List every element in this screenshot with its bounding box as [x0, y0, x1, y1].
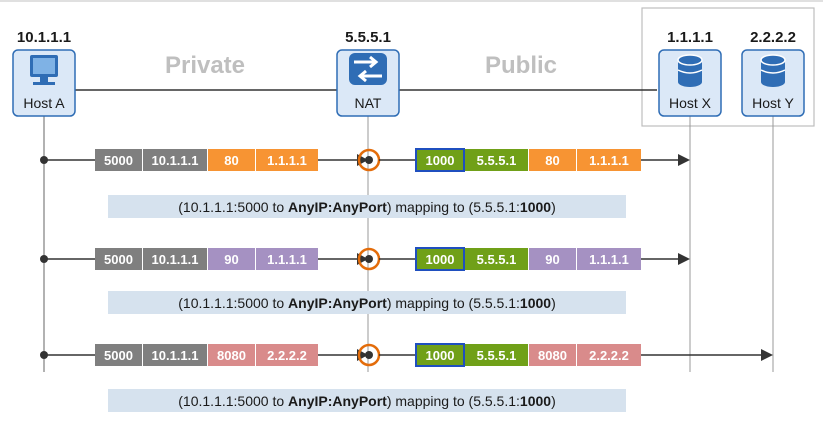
- src-port-cell: [95, 248, 142, 270]
- flow-end-arrow: [678, 253, 690, 265]
- host-x-node: 1.1.1.1 Host X: [658, 29, 722, 117]
- src-ip-text: 10.1.1.1: [152, 348, 199, 363]
- nat-ip-cell: [465, 344, 528, 366]
- dst-ip-text: 2.2.2.2: [267, 348, 307, 363]
- flow-start-dot: [40, 156, 48, 164]
- nat-port-cell: [415, 148, 465, 172]
- flow-start-dot: [40, 351, 48, 359]
- nat-node: 5.5.5.1 NAT: [336, 29, 400, 117]
- nat-arrows-icon: [349, 53, 387, 85]
- nat-translation-dot: [365, 156, 373, 164]
- host-a-ip: 10.1.1.1: [17, 29, 71, 46]
- src-ip-cell: [143, 248, 207, 270]
- out-dst-port-cell: [529, 149, 576, 171]
- dst-ip-text: 1.1.1.1: [267, 153, 307, 168]
- nat-ip-text: 5.5.5.1: [477, 252, 517, 267]
- out-dst-ip-cell: [577, 248, 641, 270]
- src-port-cell: [95, 149, 142, 171]
- flow-row: 5000 10.1.1.1 8080 2.2.2.2 1000 5.5.5.1 …: [40, 343, 773, 412]
- flow-end-arrow: [678, 154, 690, 166]
- dst-ip-text: 1.1.1.1: [267, 252, 307, 267]
- host-y-ip: 2.2.2.2: [750, 29, 796, 46]
- dst-port-text: 90: [224, 252, 238, 267]
- nat-port-text: 1000: [426, 153, 455, 168]
- out-dst-ip-text: 1.1.1.1: [589, 153, 629, 168]
- flow-row: 5000 10.1.1.1 80 1.1.1.1 1000 5.5.5.1 80…: [40, 148, 690, 218]
- dst-ip-cell: [256, 344, 318, 366]
- mapping-note-bg: [108, 389, 626, 412]
- host-a-label: Host A: [23, 95, 65, 111]
- mapping-note-bg: [108, 291, 626, 314]
- src-ip-text: 10.1.1.1: [152, 252, 199, 267]
- nat-ip-text: 5.5.5.1: [477, 348, 517, 363]
- src-ip-cell: [143, 344, 207, 366]
- out-dst-port-cell: [529, 344, 576, 366]
- src-port-text: 5000: [104, 252, 133, 267]
- database-icon: [760, 54, 786, 87]
- nat-port-text: 1000: [426, 252, 455, 267]
- monitor-icon: [30, 55, 58, 85]
- host-a-node: 10.1.1.1 Host A: [12, 29, 76, 117]
- mapping-note-bg: [108, 195, 626, 218]
- dst-port-text: 80: [224, 153, 238, 168]
- zone-public-label: Public: [485, 52, 557, 79]
- src-port-text: 5000: [104, 348, 133, 363]
- dst-port-cell: [208, 344, 255, 366]
- flow-end-arrow: [761, 349, 773, 361]
- nat-port-cell: [415, 247, 465, 271]
- src-port-text: 5000: [104, 153, 133, 168]
- mapping-note: (10.1.1.1:5000 to AnyIP:AnyPort) mapping…: [178, 199, 555, 215]
- nat-ip: 5.5.5.1: [345, 29, 391, 46]
- nat-label: NAT: [355, 95, 382, 111]
- nat-translation-dot: [365, 351, 373, 359]
- out-dst-ip-cell: [577, 344, 641, 366]
- mapping-note: (10.1.1.1:5000 to AnyIP:AnyPort) mapping…: [178, 295, 555, 311]
- out-dst-ip-text: 1.1.1.1: [589, 252, 629, 267]
- dst-port-text: 8080: [217, 348, 246, 363]
- out-dst-ip-text: 2.2.2.2: [589, 348, 629, 363]
- src-ip-cell: [143, 149, 207, 171]
- out-dst-port-text: 8080: [538, 348, 567, 363]
- dst-ip-cell: [256, 149, 318, 171]
- src-ip-text: 10.1.1.1: [152, 153, 199, 168]
- nat-translation-dot: [365, 255, 373, 263]
- flow-row: 5000 10.1.1.1 90 1.1.1.1 1000 5.5.5.1 90…: [40, 247, 690, 314]
- src-port-cell: [95, 344, 142, 366]
- host-y-node: 2.2.2.2 Host Y: [741, 29, 805, 117]
- out-dst-port-text: 80: [545, 153, 559, 168]
- dst-port-cell: [208, 149, 255, 171]
- nat-ip-cell: [465, 248, 528, 270]
- nat-ip-cell: [465, 149, 528, 171]
- out-dst-port-cell: [529, 248, 576, 270]
- mapping-note: (10.1.1.1:5000 to AnyIP:AnyPort) mapping…: [178, 393, 555, 409]
- database-icon: [677, 54, 703, 87]
- out-dst-port-text: 90: [545, 252, 559, 267]
- out-dst-ip-cell: [577, 149, 641, 171]
- flow-start-dot: [40, 255, 48, 263]
- nat-port-text: 1000: [426, 348, 455, 363]
- zone-private-label: Private: [165, 52, 245, 79]
- host-y-label: Host Y: [752, 95, 794, 111]
- nat-port-cell: [415, 343, 465, 367]
- host-x-ip: 1.1.1.1: [667, 29, 713, 46]
- host-x-label: Host X: [669, 95, 712, 111]
- nat-ip-text: 5.5.5.1: [477, 153, 517, 168]
- dst-port-cell: [208, 248, 255, 270]
- dst-ip-cell: [256, 248, 318, 270]
